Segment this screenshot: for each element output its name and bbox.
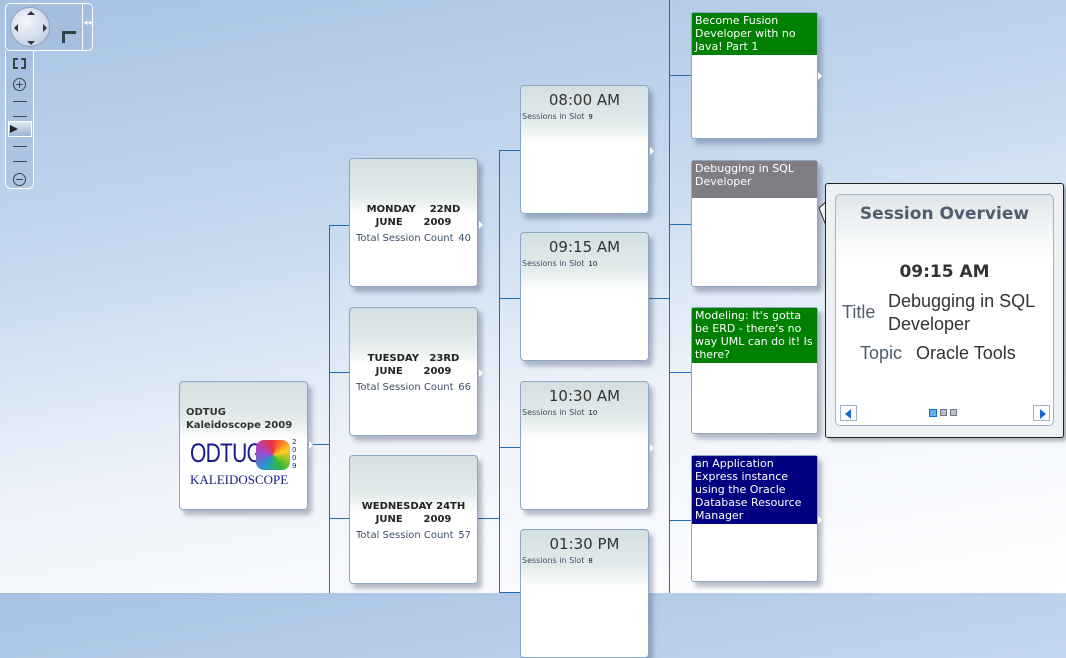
day-title: MONDAY 22ND JUNE 2009 bbox=[366, 204, 461, 228]
topic-value: Oracle Tools bbox=[916, 343, 1016, 363]
connector bbox=[499, 298, 520, 299]
tooltip-time: 09:15 AM bbox=[899, 262, 990, 282]
collapse-panel-button[interactable]: ◂◂ bbox=[82, 4, 92, 50]
layout-tree-icon[interactable] bbox=[62, 31, 76, 43]
session-overview-tooltip: Session Overview 09:15 AM Title Debuggin… bbox=[825, 183, 1064, 438]
connector bbox=[329, 225, 330, 593]
connector bbox=[669, 520, 691, 521]
root-title: ODTUG Kaleidoscope 2009 bbox=[186, 407, 293, 431]
day-title: TUESDAY 23RD JUNE 2009 bbox=[367, 353, 460, 377]
slot-time: 08:00 AM bbox=[548, 91, 621, 109]
zoom-tick[interactable] bbox=[13, 146, 27, 147]
session-title: Become Fusion Developer with no Java! Pa… bbox=[692, 13, 817, 55]
connector bbox=[329, 372, 349, 373]
slot-time: 09:15 AM bbox=[548, 238, 621, 256]
previous-page-button[interactable] bbox=[840, 405, 857, 421]
title-value: Debugging in SQL Developer bbox=[888, 291, 1035, 334]
session-title: Modeling: It's gotta be ERD - there's no… bbox=[692, 308, 817, 363]
connector bbox=[329, 225, 349, 226]
connector bbox=[329, 518, 349, 519]
kaleidoscope-graphic bbox=[256, 440, 290, 470]
slot-time: 10:30 AM bbox=[548, 387, 621, 405]
page-dot-active[interactable] bbox=[929, 409, 937, 417]
page-indicator bbox=[929, 409, 957, 417]
expand-arrow-icon[interactable] bbox=[479, 369, 483, 377]
session-card[interactable]: an Application Express instance using th… bbox=[691, 455, 818, 582]
expand-arrow-icon[interactable] bbox=[650, 147, 654, 155]
page-dot[interactable] bbox=[950, 409, 957, 416]
session-title: an Application Express instance using th… bbox=[692, 456, 817, 524]
pan-right-icon[interactable] bbox=[43, 24, 47, 32]
connector bbox=[478, 518, 499, 519]
connector bbox=[499, 150, 520, 151]
expand-arrow-icon[interactable] bbox=[650, 444, 654, 452]
connector bbox=[669, 75, 691, 76]
connector bbox=[499, 150, 500, 593]
session-title: Debugging in SQL Developer bbox=[692, 161, 817, 198]
connector bbox=[499, 447, 520, 448]
day-card-tuesday[interactable]: TUESDAY 23RD JUNE 2009 Total Session Cou… bbox=[349, 307, 483, 436]
connector bbox=[669, 0, 670, 593]
pan-left-icon[interactable] bbox=[14, 24, 18, 32]
pan-down-icon[interactable] bbox=[27, 41, 35, 45]
tooltip-header: Session Overview bbox=[859, 204, 1030, 224]
pan-control: ◂◂ bbox=[5, 3, 93, 51]
session-card-selected[interactable]: Debugging in SQL Developer bbox=[691, 160, 818, 287]
zoom-tick[interactable] bbox=[13, 101, 27, 102]
zoom-tick[interactable] bbox=[13, 161, 27, 162]
next-page-button[interactable] bbox=[1033, 405, 1050, 421]
left-arrow-icon bbox=[845, 409, 851, 419]
page-dot[interactable] bbox=[940, 409, 947, 416]
pan-up-icon[interactable] bbox=[27, 11, 35, 15]
session-card[interactable]: Modeling: It's gotta be ERD - there's no… bbox=[691, 307, 818, 434]
odtug-logo: ODTUG 2009 KALEIDOSCOPE bbox=[190, 438, 297, 487]
expand-arrow-icon[interactable] bbox=[309, 441, 313, 449]
slot-time: 01:30 PM bbox=[549, 535, 620, 553]
zoom-tick[interactable] bbox=[13, 116, 27, 117]
connector bbox=[669, 224, 691, 225]
right-arrow-icon bbox=[1040, 409, 1046, 419]
connector bbox=[308, 444, 329, 445]
title-label: Title bbox=[842, 302, 876, 322]
expand-arrow-icon[interactable] bbox=[479, 221, 483, 229]
zoom-in-icon[interactable]: + bbox=[13, 78, 26, 91]
session-card[interactable]: Become Fusion Developer with no Java! Pa… bbox=[691, 12, 818, 139]
expand-arrow-icon[interactable] bbox=[818, 72, 822, 80]
topic-label: Topic bbox=[860, 343, 903, 363]
zoom-control: + − bbox=[5, 51, 34, 189]
tooltip-panel: Session Overview 09:15 AM Title Debuggin… bbox=[835, 194, 1054, 426]
day-card-monday[interactable]: MONDAY 22ND JUNE 2009 Total Session Coun… bbox=[349, 158, 483, 287]
zoom-out-icon[interactable]: − bbox=[13, 173, 26, 186]
zoom-fit-icon[interactable] bbox=[13, 58, 26, 69]
connector bbox=[649, 298, 669, 299]
root-node-card[interactable]: ODTUG Kaleidoscope 2009 ODTUG 2009 KALEI… bbox=[179, 381, 313, 510]
zoom-slider-thumb[interactable] bbox=[8, 121, 32, 137]
connector bbox=[669, 372, 691, 373]
expand-arrow-icon[interactable] bbox=[818, 516, 822, 524]
pan-button[interactable] bbox=[10, 7, 50, 47]
day-card-wednesday[interactable]: WEDNESDAY 24TH JUNE 2009 Total Session C… bbox=[349, 455, 478, 584]
day-title: WEDNESDAY 24TH JUNE 2009 bbox=[361, 501, 466, 525]
